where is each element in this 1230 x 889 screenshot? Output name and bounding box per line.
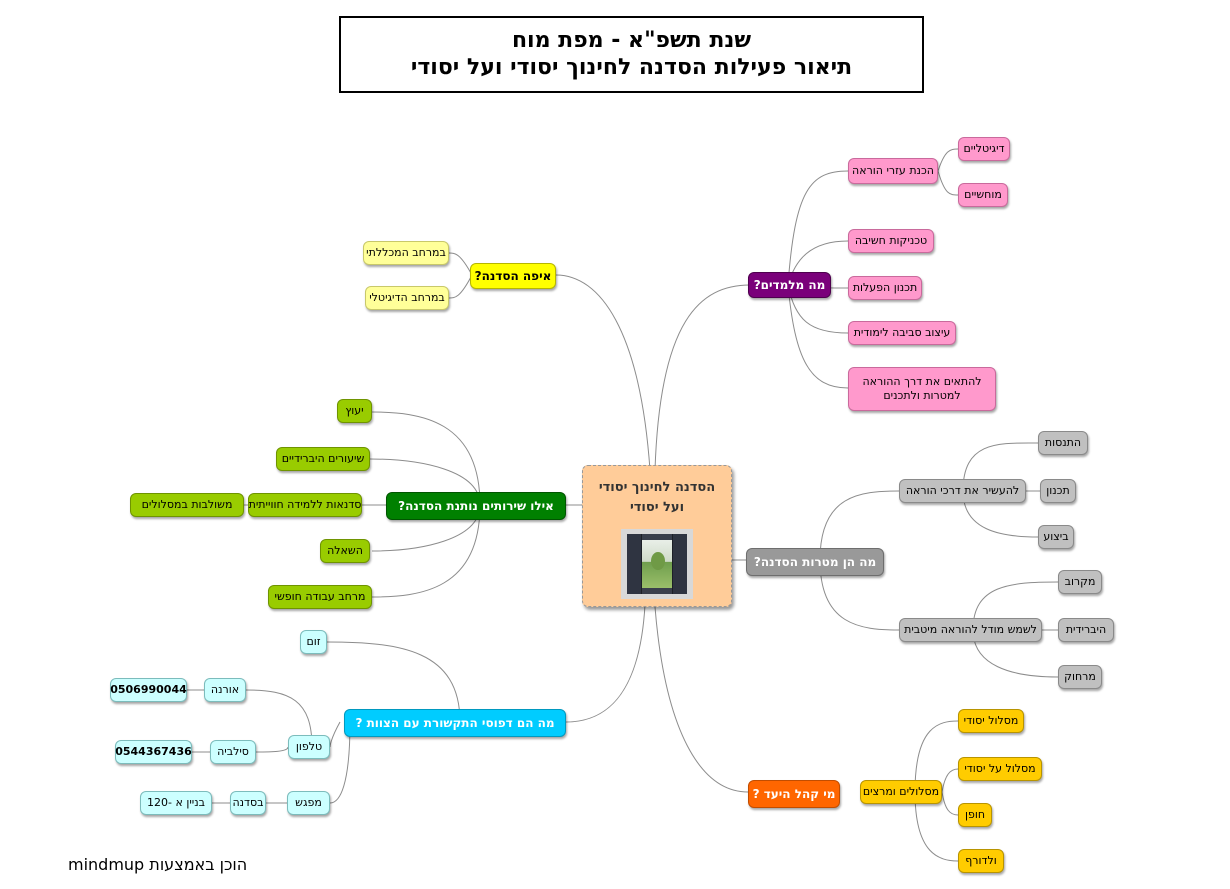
node-elementary-track[interactable]: מסלול יסודי — [958, 709, 1024, 733]
node-free-workspace[interactable]: מרחב עבודה חופשי — [268, 585, 372, 609]
link-center-comm — [565, 604, 646, 723]
node-phone[interactable]: טלפון — [288, 735, 330, 759]
node-execution[interactable]: ביצוע — [1038, 525, 1074, 549]
center-line1: הסדנה לחינוך יסודי — [598, 480, 716, 495]
node-in-workshop[interactable]: בסדנה — [230, 791, 266, 815]
node-campus[interactable]: במרחב המכללתי — [363, 241, 449, 265]
node-advice[interactable]: יעוץ — [337, 399, 372, 423]
node-orna[interactable]: אורנה — [204, 678, 246, 702]
footer-credit: הוכן באמצעות mindmup — [68, 855, 248, 874]
node-silvia[interactable]: סילביה — [210, 740, 256, 764]
link-center-audience — [654, 606, 749, 793]
node-tangible-aids[interactable]: מוחשיים — [958, 183, 1008, 207]
node-kindergarten[interactable]: חופן — [958, 803, 992, 827]
window-image — [621, 529, 693, 599]
node-goals[interactable]: מה הן מטרות הסדנה? — [746, 548, 884, 576]
node-enrich-teaching[interactable]: להעשיר את דרכי הוראה — [899, 479, 1026, 503]
node-far[interactable]: מרחוק — [1058, 665, 1102, 689]
node-hybrid[interactable]: היברידית — [1058, 618, 1114, 642]
node-trial[interactable]: התנסות — [1038, 431, 1088, 455]
node-adapt-teaching[interactable]: להתאים את דרך ההוראה למטרות ולתכנים — [848, 367, 996, 411]
node-learning-environment[interactable]: עיצוב סביבה לימודית — [848, 321, 956, 345]
link-center-where — [555, 274, 651, 471]
node-close[interactable]: מקרוב — [1058, 570, 1102, 594]
node-experiential-workshops[interactable]: סדנאות ללמידה חווייתית — [248, 493, 362, 517]
node-communication[interactable]: מה הם דפוסי התקשורת עם הצוות ? — [344, 709, 566, 737]
node-silvia-number[interactable]: 0544367436 — [115, 740, 192, 764]
node-where[interactable]: איפה הסדנה? — [470, 263, 556, 289]
node-services[interactable]: אילו שירותים נותנת הסדנה? — [386, 492, 566, 520]
link-center-teach — [654, 284, 751, 471]
map-title-box: שנת תשפ"א - מפת מוח תיאור פעילות הסדנה ל… — [339, 16, 924, 93]
node-zoom[interactable]: זום — [300, 630, 327, 654]
node-waldorf[interactable]: ולדורף — [958, 849, 1004, 873]
node-loan[interactable]: השאלה — [320, 539, 370, 563]
node-orna-number[interactable]: 0506990044 — [110, 678, 187, 702]
node-tracks-lecturers[interactable]: מסלולים ומרצים — [860, 780, 942, 804]
node-secondary-track[interactable]: מסלול על יסודי — [958, 757, 1042, 781]
node-thinking-techniques[interactable]: טכניקות חשיבה — [848, 229, 934, 253]
node-digital-space[interactable]: במרחב הדיגיטלי — [365, 286, 449, 310]
node-model-teaching[interactable]: לשמש מודל להוראה מיטבית — [899, 618, 1042, 642]
node-meeting[interactable]: מפגש — [287, 791, 330, 815]
node-building[interactable]: בניין א -120 — [140, 791, 212, 815]
node-planning[interactable]: תכנון — [1040, 479, 1076, 503]
node-hybrid-lessons[interactable]: שיעורים היברידיים — [276, 447, 370, 471]
center-line2: ועל יסודי — [629, 500, 685, 515]
node-activity-planning[interactable]: תכנון הפעלות — [848, 276, 922, 300]
node-integrated-tracks[interactable]: משולבות במסלולים — [130, 493, 244, 517]
node-digital-aids[interactable]: דיגיטליים — [958, 137, 1010, 161]
center-node[interactable]: הסדנה לחינוך יסודי ועל יסודי — [582, 465, 732, 607]
map-title-line1: שנת תשפ"א - מפת מוח — [511, 28, 752, 53]
node-audience[interactable]: מי קהל היעד ? — [748, 780, 840, 808]
node-what-we-teach[interactable]: מה מלמדים? — [748, 272, 831, 298]
map-title-line2: תיאור פעילות הסדנה לחינוך יסודי ועל יסוד… — [410, 55, 853, 80]
node-teaching-aids[interactable]: הכנת עזרי הוראה — [848, 158, 938, 184]
